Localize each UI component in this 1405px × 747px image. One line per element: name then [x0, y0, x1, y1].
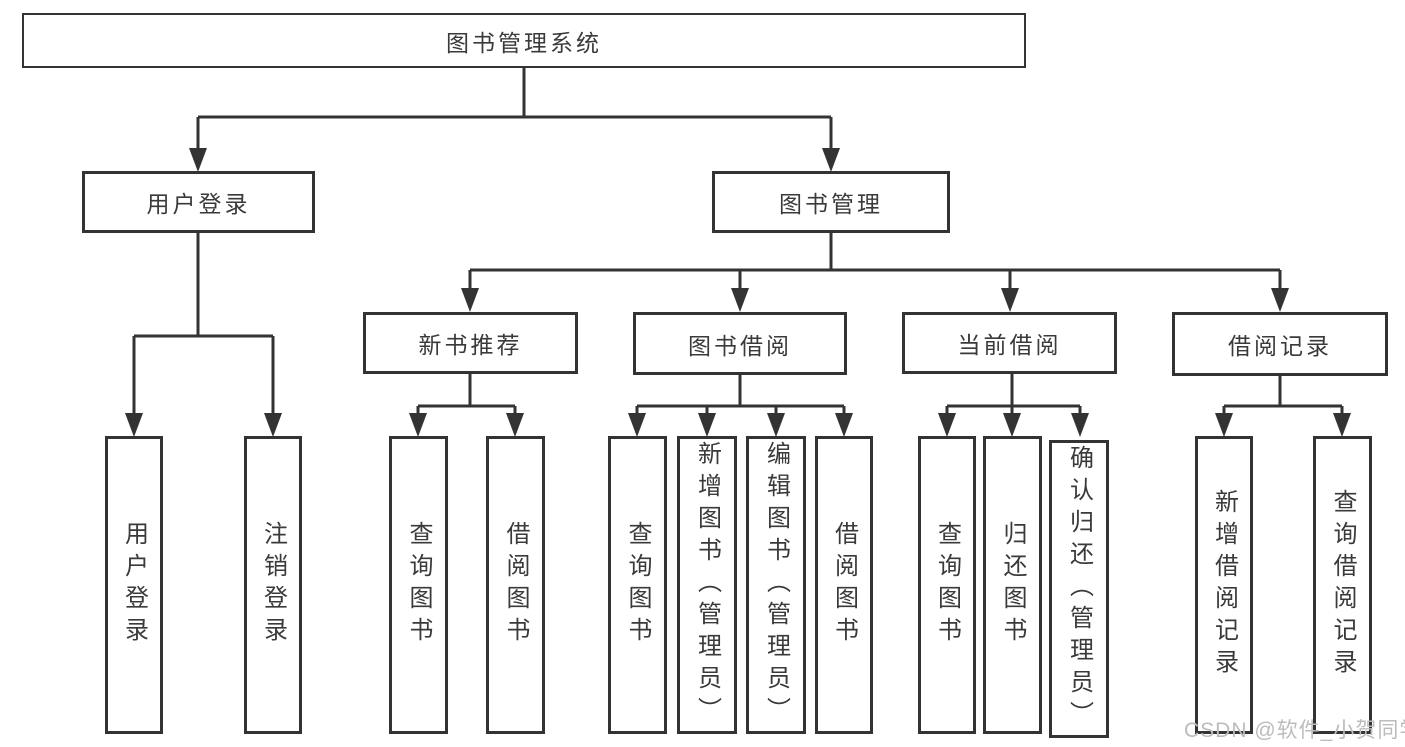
node-recommend-query-books: 查询图书: [389, 436, 448, 734]
arrowhead: [1001, 288, 1019, 312]
arrowhead: [1003, 413, 1021, 437]
node-recommend-borrow-books: 借阅图书: [486, 436, 545, 734]
node-label: 用户登录: [146, 191, 251, 217]
node-label: 借阅图书: [830, 521, 858, 649]
arrowhead: [506, 413, 524, 437]
node-new-book-recommendation: 新书推荐: [363, 312, 578, 374]
node-borrowing-borrow-books: 借阅图书: [815, 436, 873, 734]
arrowhead: [731, 288, 749, 312]
arrowheads: [125, 148, 1351, 437]
node-label: 确认归还（管理员）: [1065, 445, 1093, 733]
node-current-query-books: 查询图书: [918, 436, 976, 734]
arrowhead: [938, 413, 956, 437]
node-label: 查询借阅记录: [1329, 489, 1356, 681]
arrowhead: [1215, 413, 1233, 437]
node-edit-books-admin: 编辑图书（管理员）: [746, 436, 806, 734]
node-label: 图书管理系统: [446, 29, 602, 56]
node-label: 借阅记录: [1228, 333, 1332, 359]
arrowhead: [767, 413, 785, 437]
node-borrowing-query-books: 查询图书: [608, 436, 667, 734]
node-label: 编辑图书（管理员）: [762, 441, 790, 729]
node-label: 新增借阅记录: [1210, 489, 1238, 681]
node-label: 查询图书: [933, 521, 961, 649]
node-add-books-admin: 新增图书（管理员）: [677, 436, 737, 734]
arrowhead: [698, 413, 716, 437]
node-label: 新增图书（管理员）: [693, 441, 721, 729]
node-borrowing-records: 借阅记录: [1172, 312, 1388, 376]
node-label: 查询图书: [624, 521, 651, 649]
node-user-login-action: 用户登录: [105, 436, 163, 734]
arrowhead: [1271, 288, 1289, 312]
arrowhead: [125, 413, 143, 437]
node-return-books: 归还图书: [983, 436, 1042, 734]
arrowhead: [1071, 413, 1089, 437]
node-library-management-system: 图书管理系统: [22, 13, 1026, 68]
arrowhead: [409, 413, 427, 437]
node-label: 图书借阅: [688, 332, 792, 359]
node-query-borrowing-record: 查询借阅记录: [1313, 436, 1372, 734]
arrowhead: [628, 413, 646, 437]
connector-path: [132, 68, 1344, 418]
arrowhead: [461, 288, 479, 312]
node-label: 借阅图书: [502, 521, 529, 649]
arrowhead: [1333, 413, 1351, 437]
node-confirm-return-admin: 确认归还（管理员）: [1049, 440, 1109, 738]
node-current-borrowing: 当前借阅: [902, 312, 1117, 374]
csdn-watermark: CSDN @软件_小贺同学: [1184, 719, 1405, 742]
node-book-management: 图书管理: [712, 171, 950, 233]
arrowhead: [264, 413, 282, 437]
arrowhead: [835, 413, 853, 437]
node-label: 用户登录: [120, 521, 148, 649]
node-add-borrowing-record: 新增借阅记录: [1195, 436, 1253, 734]
node-book-borrowing: 图书借阅: [633, 312, 847, 375]
node-user-login: 用户登录: [82, 171, 315, 233]
node-label: 当前借阅: [957, 332, 1062, 358]
node-label: 注销登录: [259, 521, 287, 649]
node-label: 新书推荐: [418, 332, 523, 358]
node-label: 查询图书: [405, 521, 432, 649]
arrowhead: [189, 148, 207, 172]
node-label: 图书管理: [779, 191, 883, 217]
arrowhead: [822, 148, 840, 172]
node-label: 归还图书: [999, 521, 1026, 649]
node-logout-action: 注销登录: [244, 436, 302, 734]
